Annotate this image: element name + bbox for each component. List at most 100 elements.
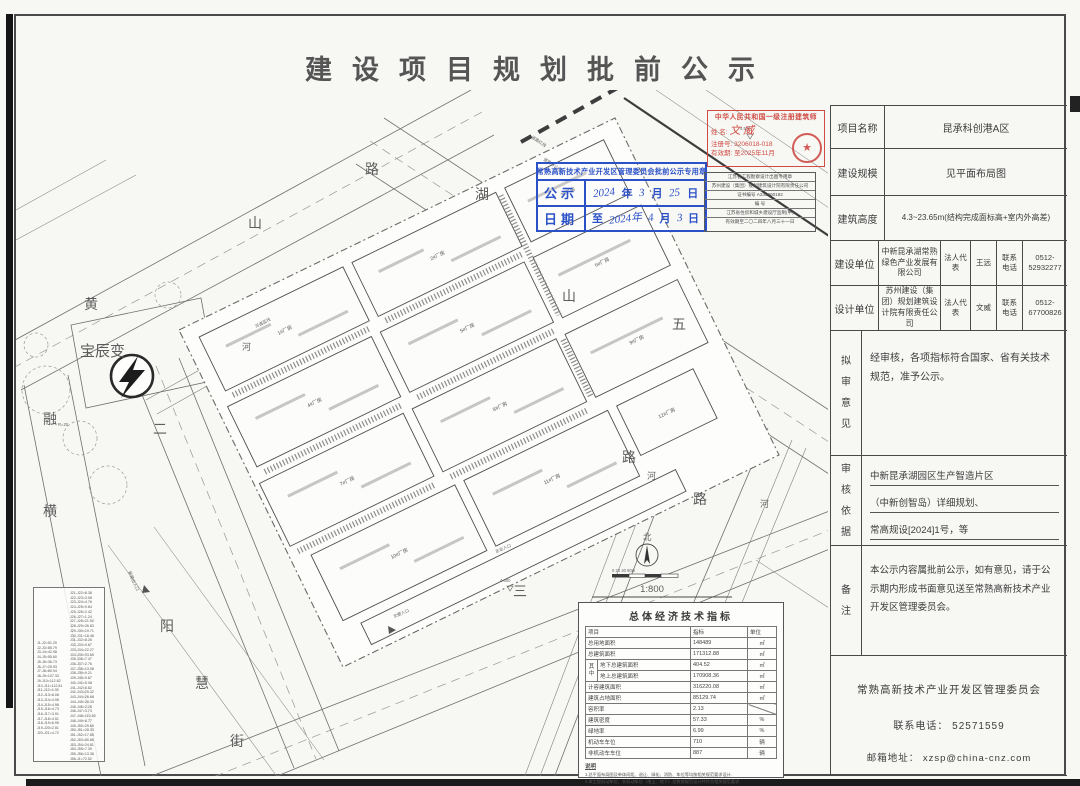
substation-label: 宝辰变 <box>80 343 125 360</box>
econ-row-name: 总建筑面积 <box>585 648 691 660</box>
scan-mark-right <box>1070 96 1080 112</box>
econ-row-unit: 辆 <box>747 747 777 759</box>
basis-line: 中新昆承湖园区生产智造片区 <box>870 468 1059 486</box>
field-value: 见平面布局图 <box>946 168 1006 180</box>
road-label-san: 三 <box>513 583 527 599</box>
black-stamp-line: 证书编号 A232060182 <box>705 191 815 200</box>
econ-row-value: 404.52 <box>690 659 748 671</box>
month-unit: 月 <box>651 187 663 200</box>
year-unit: 年 <box>621 187 633 200</box>
econ-row-value: 170908.36 <box>690 670 748 682</box>
black-stamp-line: 苏州建设（集团）规划建筑设计院有限责任公司 <box>705 182 815 191</box>
blue-announcement-stamp: 常熟高新技术产业开发区管理委员会批前公示专用章 公示 日期 2024 年 3 月… <box>536 162 707 232</box>
field-label: 建筑高度 <box>831 196 885 240</box>
basis-line: 常高规设[2024]1号，等 <box>870 522 1059 540</box>
river-label-canal: 河 <box>242 341 251 352</box>
coordinate-list: J1-J2=51.29 J2-J3=85.79 J3-J4=42.98 J4-J… <box>33 587 105 762</box>
row-building-height: 建筑高度 4.3~23.65m(结构完成面标高+室内外高差) <box>831 196 1067 241</box>
tel-label: 联系电话 <box>997 241 1023 285</box>
scale-bar: 0 20 40 80m 1:800 <box>592 568 732 598</box>
valid-date: 至2025年11月 <box>734 150 775 158</box>
scan-edge-bottom <box>26 779 1080 786</box>
field-label: 设计单位 <box>831 286 879 330</box>
architect-name-row: 姓 名: 文 威 <box>711 123 821 140</box>
end-day: 3 <box>675 211 683 225</box>
end-year: 2024年 <box>608 211 643 227</box>
road-label-hu: 湖 <box>475 186 489 202</box>
blue-stamp-label-riqi: 日期 <box>543 211 578 227</box>
scale-text: 1:800 <box>640 584 664 595</box>
reg-label: 注册号: <box>711 140 733 148</box>
road-label-lu2: 路 <box>622 449 636 465</box>
phone-label: 联系电话： <box>893 721 949 732</box>
seal-star-icon: ★ <box>802 141 812 154</box>
validity-row: 有效期: 至2025年11月 <box>711 149 821 159</box>
authority-name: 常熟高新技术产业开发区管理委员会 <box>857 684 1041 696</box>
rep-name: 文威 <box>971 286 997 330</box>
econ-row-name: 建筑占地面积 <box>585 692 691 704</box>
econ-row-value: 710 <box>690 736 748 748</box>
spot-level-1: 4.500 <box>740 126 751 131</box>
row-review-basis: 审核依据 中新昆承湖园区生产智造片区 （中新创智岛）详细规划、 常高规设[202… <box>831 456 1067 546</box>
note-line: 2.本工程机动车位、非机动车位（地上、地下）总数按规范设计并符合相关规范要求. <box>585 778 741 784</box>
road-label-shan2: 山 <box>562 288 576 304</box>
econ-header-value: 指标 <box>690 626 748 638</box>
econ-row-unit-diagonal <box>747 703 777 715</box>
field-value: 昆承科创港A区 <box>942 123 1010 135</box>
authority-email: 邮箱地址： xzsp@china-cnz.com <box>831 750 1067 764</box>
day-unit: 日 <box>687 187 699 200</box>
email-label: 邮箱地址： <box>866 753 920 764</box>
black-stamp-line: 江苏省工程勘察设计出图专用章 <box>705 173 815 182</box>
black-stamp-line: 有效期至二〇二四年八月三十一日 <box>725 219 795 224</box>
scan-edge-left <box>6 14 13 708</box>
econ-row-name: 机动车车位 <box>585 736 691 748</box>
page-title: 建设项目规划批前公示 <box>305 55 775 85</box>
coordinate-column-right: J21-J22=8.38 J22-J23=3.08 J23-J24=4.76 J… <box>70 591 96 761</box>
scale-ticks: 0 20 40 80m <box>612 568 636 573</box>
road-label-yang: 阳 <box>160 618 174 634</box>
entrance-arrow-icon <box>142 585 150 593</box>
row-review-opinion: 拟审意见 经审核，各项指标符合国家、省有关技术规范，准予公示。 <box>831 331 1067 456</box>
field-label: 建设规模 <box>831 149 885 195</box>
row-project-name: 项目名称 昆承科创港A区 <box>831 106 1067 149</box>
econ-row-value: 887 <box>690 747 748 759</box>
substation-block: R=20 宝辰变 <box>21 281 217 505</box>
road-label-shan: 山 <box>248 215 262 231</box>
field-label: 建设单位 <box>831 241 879 285</box>
road-label-lu: 路 <box>365 161 379 177</box>
black-stamp-line: 江苏省住房和城乡建设厅监制(甲) <box>705 209 815 218</box>
start-year: 2024 <box>592 185 616 200</box>
red-stamp-title: 中华人民共和国一级注册建筑师 <box>714 114 818 121</box>
econ-row-name: 绿地率 <box>585 725 691 737</box>
tel-number: 0512-67700826 <box>1028 298 1062 317</box>
road-label-wu: 五 <box>672 316 686 332</box>
north-arrow: 北 <box>635 532 659 567</box>
review-label: 拟审意见 <box>841 356 851 430</box>
econ-header-unit: 单位 <box>747 626 777 638</box>
econ-row-unit: 辆 <box>747 736 777 748</box>
announcement-start-date: 2024 年 3 月 25 日 <box>586 181 705 207</box>
remark-label: 备注 <box>841 584 851 617</box>
until-label: 至 <box>592 213 603 226</box>
econ-row-unit: ㎡ <box>747 659 777 671</box>
start-day: 25 <box>668 186 682 200</box>
blue-stamp-title: 常熟高新技术产业开发区管理委员会批前公示专用章 <box>537 164 706 181</box>
row-construction-unit: 建设单位 中新昆承湖常熟绿色产业发展有限公司 法人代表 王远 联系电话 0512… <box>831 241 1067 286</box>
economic-notes: 说明 1.总平面布局图及单体间距、退让、绿化、消防、车位等均按相关规范要求设计.… <box>585 763 777 785</box>
econ-row-value: 6.99 <box>690 725 748 737</box>
level-mark-icon <box>506 585 514 592</box>
rep-label: 法人代表 <box>941 286 971 330</box>
buildings-layer: 1#厂房 2#厂房 3#厂房 4#厂房 5#厂房 6#厂房 7#厂房 8#厂房 … <box>198 139 718 646</box>
coordinate-column-left: J1-J2=51.29 J2-J3=85.79 J3-J4=42.98 J4-J… <box>37 641 63 735</box>
river-label-e: 河 <box>760 498 769 509</box>
econ-row-unit: % <box>747 714 777 726</box>
econ-row-name: 非机动车车位 <box>585 747 691 759</box>
authority-phone: 联系电话： 52571559 <box>831 717 1067 732</box>
black-stamp-line: 编 号 <box>705 200 815 209</box>
registration-row: 注册号: 3206018-018 <box>711 140 821 150</box>
spot-level-2: 4.600 <box>500 578 511 583</box>
econ-row-name: 总用地面积 <box>585 637 691 649</box>
